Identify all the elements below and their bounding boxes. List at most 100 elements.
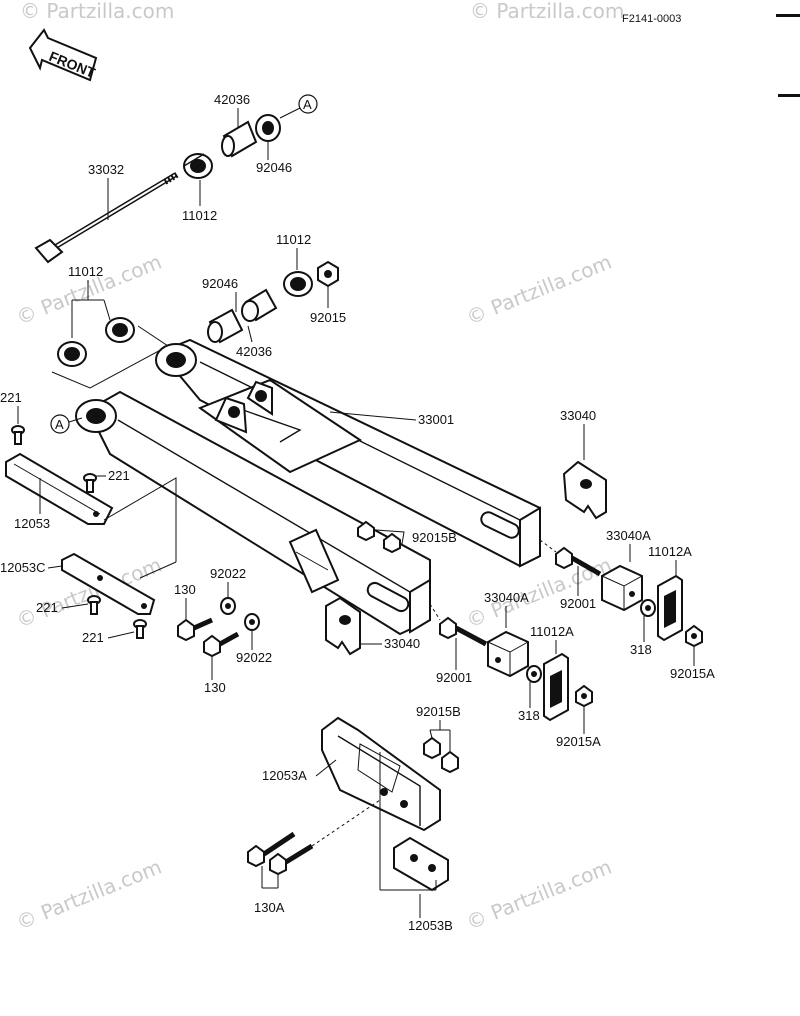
watermark-text: © Partzilla.com [20,0,174,23]
bearing-11012-right [283,271,313,297]
bolt-221-d [133,619,147,639]
leader-line [375,529,405,545]
watermark-text: © Partzilla.com [463,250,615,330]
part-label: 33001 [418,412,454,427]
leader-line [51,325,169,389]
part-label: 33040A [606,528,651,543]
part-label: 130A [254,900,285,915]
washer-92022-b [244,613,260,631]
adjuster-plate-11012A-top [657,574,683,642]
leader-line [103,477,177,521]
part-label: 11012 [68,264,103,279]
part-label: 92022 [236,650,272,665]
leader-line [539,539,557,553]
leader-line [47,565,63,569]
watermark-text: © Partzilla.com [470,0,624,23]
part-label: 130 [204,680,226,695]
drawing-code: F2141-0003 [622,13,681,25]
bracket-33040-top [562,460,607,520]
part-label: 11012 [276,232,311,247]
corner-mark [776,14,800,17]
leader-line [315,759,337,777]
chain-slider-12053C [61,552,156,615]
chain-guide-12053A [321,716,441,832]
part-label: 11012A [530,624,574,639]
part-label: 33040 [384,636,420,651]
chain-guide-pad-12053B [393,836,449,892]
bolt-221-b [83,473,97,493]
sleeve-92046-mid [241,288,278,322]
part-label: 221 [36,600,58,615]
part-label: 318 [518,708,540,723]
part-label: 92015A [556,734,601,749]
adjuster-bolt-92001-top [555,546,602,577]
part-label: 92001 [436,670,472,685]
leader-line [429,729,433,739]
part-label: 42036 [236,344,272,359]
nut-92015B-mid [423,736,459,774]
watermark-text: © Partzilla.com [13,855,165,935]
bearing-11012-top [183,153,213,179]
washer-318-top [640,599,656,617]
corner-mark [778,94,800,97]
part-label: 92022 [210,566,246,581]
part-label: 11012 [182,208,217,223]
bolt-130-b [203,631,240,658]
bearing-11012-left-outer [57,341,87,367]
part-label: 12053B [408,918,453,933]
washer-318-mid [526,665,542,683]
nut-92015A-mid [575,684,593,708]
adjuster-block-33040A-top [601,564,643,612]
part-label: 221 [0,390,22,405]
collar-42036-mid [207,308,244,344]
reference-marker-label: A [303,97,312,112]
part-label: 11012A [648,544,692,559]
part-label: 130 [174,582,196,597]
part-label: 92046 [202,276,238,291]
part-label: 12053 [14,516,50,531]
leader-line [311,799,381,847]
sleeve-92046-top [255,114,281,142]
bolt-221-c [87,595,101,615]
part-label: 92015A [670,666,715,681]
part-label: 221 [108,468,130,483]
leader-line [429,603,441,621]
part-label: 33032 [88,162,124,177]
part-label: 92015 [310,310,346,325]
front-arrow-icon: FRONT [28,28,98,82]
bearing-11012-left-inner [105,317,135,343]
pivot-shaft-33032 [34,171,180,264]
leader-line [329,411,417,421]
watermark-layer: © Partzilla.com © Partzilla.com © Partzi… [13,0,624,935]
washer-92022-a [220,597,236,615]
part-label: 92046 [256,160,292,175]
bolt-130A-b [269,843,314,876]
reference-marker-a: A [279,94,318,119]
chain-slider-12053 [5,452,114,525]
bolt-130-a [177,617,214,642]
part-label: 33040A [484,590,529,605]
adjuster-bolt-92001-mid [439,616,488,647]
reference-marker-a: A [50,414,83,434]
part-label: 42036 [214,92,250,107]
part-label: 318 [630,642,652,657]
leader-line [103,299,111,321]
bolt-130A-a [247,831,296,868]
part-label: 92015B [412,530,457,545]
part-label: 92015B [416,704,461,719]
leader-line [61,603,89,609]
collar-42036-top [221,120,258,158]
part-label: 33040 [560,408,596,423]
bolt-221-a [11,425,25,445]
watermark-text: © Partzilla.com [463,855,615,935]
bracket-33040-mid [325,596,361,656]
nut-92015B-top [357,520,401,554]
leader-line [247,325,253,343]
watermark-text: © Partzilla.com [13,250,165,330]
adjuster-plate-11012A-mid [543,652,569,722]
leader-line [107,631,135,639]
reference-marker-label: A [55,417,64,432]
part-label: 221 [82,630,104,645]
leader-line [139,561,177,579]
